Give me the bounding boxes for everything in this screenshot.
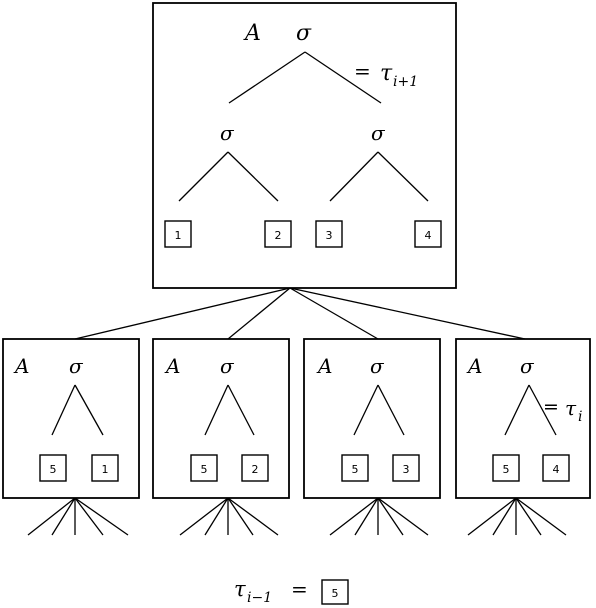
connector-edge [289,287,379,340]
tree-edge [74,384,104,436]
leaf-box [492,454,520,482]
tree-edge [353,384,379,436]
child-fan-edges [179,497,279,536]
tree-edge [304,51,382,104]
bottom-tau-subscript: i−1 [247,590,272,606]
child-fan-edges [467,497,567,536]
leaf-label: 4 [425,229,432,242]
top-tau-subscript: i+1 [393,74,418,90]
tree-edge [504,384,530,436]
bottom-tau-symbol: τ [234,577,246,601]
leaf-box [264,220,292,248]
child-tau-subscript: i [578,409,582,425]
child-equals-sign: = [543,396,559,418]
tree-edge [228,51,306,104]
parent-child-connectors [74,287,526,340]
tree-edge [377,384,405,436]
connector-edge [289,287,526,340]
top-node-frame [152,2,457,289]
inner-node-sigma-left: σ [220,121,235,145]
leaf-box [241,454,269,482]
leaf-box [91,454,119,482]
leaf-label: 2 [275,229,282,242]
tree-edge [377,151,429,202]
child-node-frame [2,338,140,499]
leaf-label: 5 [50,463,57,476]
leaf-box [542,454,570,482]
leaf-label: 3 [403,463,410,476]
bottom-equals-sign: = [291,577,308,601]
leaf-label: 5 [201,463,208,476]
child-node-3: A σ 5 3 [303,338,441,536]
child-label-sigma: σ [520,354,535,378]
bottom-equation: τ i−1 = 5 [234,577,349,606]
child-label-sigma: σ [370,354,385,378]
top-node-label-a: A [243,21,261,46]
top-equals-sign: = [354,59,371,83]
connector-edge [74,287,291,340]
child-label-a: A [316,354,332,378]
leaf-label: 5 [503,463,510,476]
leaf-label: 5 [332,587,339,600]
leaf-box [414,220,442,248]
tree-edge [51,384,76,436]
top-node: A σ = τ i+1 σ σ 1 2 3 4 [152,2,457,289]
tree-edge [204,384,229,436]
leaf-label: 1 [175,229,182,242]
leaf-label: 5 [352,463,359,476]
leaf-box [315,220,343,248]
tree-edge [178,151,229,202]
tree-edge [227,151,279,202]
leaf-label: 4 [553,463,560,476]
top-tau-symbol: τ [380,61,393,86]
leaf-box [164,220,192,248]
child-label-sigma: σ [69,354,84,378]
child-node-4: A σ = τ i 5 4 [455,338,591,536]
child-tau-symbol: τ [565,396,577,420]
top-node-label-sigma: σ [296,21,312,46]
leaf-box [341,454,369,482]
leaf-box [39,454,67,482]
leaf-label: 2 [252,463,259,476]
child-fan-edges [27,497,129,536]
child-label-sigma: σ [220,354,235,378]
child-fan-edges [329,497,429,536]
leaf-label: 3 [326,229,333,242]
inner-node-sigma-right: σ [371,121,386,145]
tree-edge [227,384,255,436]
child-node-frame [152,338,290,499]
child-node-frame [303,338,441,499]
leaf-box [321,579,349,605]
child-node-equation: = τ i [543,396,582,425]
tree-edge [528,384,557,436]
child-label-a: A [164,354,180,378]
tree-edge [329,151,379,202]
child-label-a: A [466,354,482,378]
child-node-1: A σ 5 1 [2,338,140,536]
top-node-equation: = τ i+1 [354,59,418,90]
leaf-box [392,454,420,482]
child-node-frame [455,338,591,499]
leaf-label: 1 [102,463,109,476]
leaf-box [190,454,218,482]
connector-edge [227,287,291,340]
child-node-2: A σ 5 2 [152,338,290,536]
child-label-a: A [13,354,29,378]
